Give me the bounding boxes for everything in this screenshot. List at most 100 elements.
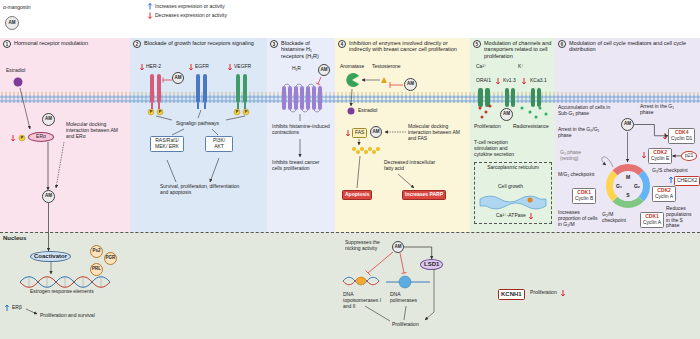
enzyme-drawing <box>385 132 406 133</box>
am-circle: AM <box>370 126 382 138</box>
enzyme-drawing <box>376 147 380 151</box>
outcome-text: Proliferation <box>392 322 419 328</box>
am-circle-text: AM <box>503 112 510 117</box>
ion-channel-drawing <box>522 78 525 84</box>
growth-factor-receptor-drawing <box>204 103 206 109</box>
growth-factor-receptor-drawing <box>244 103 246 109</box>
growth-factor-receptor-drawing <box>167 129 219 182</box>
annotation: T-cell reception stimulation and cytokin… <box>474 140 524 157</box>
enzyme-box-text: FAS <box>355 130 364 136</box>
callout-number: 1 <box>3 40 11 48</box>
channel-name-holder: KCa3.1 <box>530 78 547 84</box>
enzyme-drawing <box>356 277 366 285</box>
ion-channel-drawing <box>478 78 565 296</box>
phosphate-mark-holder: P <box>159 110 162 114</box>
enzyme-drawing <box>351 89 352 106</box>
growth-factor-receptor-drawing <box>228 64 231 70</box>
molecule-name: DNA topoisomerases I and II <box>343 292 383 309</box>
cell-membrane <box>0 92 700 103</box>
callout-number: 5 <box>473 40 481 48</box>
receptor-name: HER-2 <box>146 64 161 70</box>
enzyme-drawing <box>365 269 434 321</box>
outcome-box-text: Increases PARP <box>405 192 443 198</box>
cyclin-box: CDK4Cyclin D1 <box>668 128 695 144</box>
kinase-box-text: CHECK2 <box>677 178 697 184</box>
annotation: Estrogen response elements <box>30 289 94 295</box>
pathway-box: RAS/Raf1/ MEK/ ERK <box>150 136 184 152</box>
ion-channel-drawing <box>478 88 483 107</box>
enzyme-drawing <box>343 277 379 285</box>
gene-circle-text: Ps2 <box>92 249 100 254</box>
hormone-receptor-drawing <box>14 78 23 87</box>
phosphate-mark-holder: P <box>150 110 153 114</box>
growth-factor-receptor-drawing <box>236 74 247 109</box>
enzyme-drawing <box>359 139 360 145</box>
ion-name: Ca²⁺ <box>476 64 487 70</box>
annotation: Signalign pathways <box>176 121 219 127</box>
growth-factor-receptor-drawing <box>148 109 154 115</box>
callout-number: 4 <box>338 40 346 48</box>
phosphate-mark: P <box>159 110 162 114</box>
histamine-receptor-drawing <box>294 86 298 110</box>
ion-name-holder: K⁺ <box>518 64 524 70</box>
molecule-name-holder: Testosterone <box>372 64 401 70</box>
ion-channel-drawing <box>528 198 533 203</box>
growth-factor-receptor-drawing <box>157 109 163 115</box>
cyclin-box: CDK1Cyclin B <box>572 188 596 204</box>
channel-name-holder: ORAI1 <box>476 78 491 84</box>
outcome-text: Inhibits histamine-induced contractions <box>272 124 330 136</box>
growth-factor-receptor-drawing <box>151 103 153 109</box>
annotation: Reduces populations in the S phase <box>666 206 696 229</box>
annotation-holder: Decreased intracellular fatty acid <box>384 160 436 172</box>
cell-cycle-drawing <box>669 177 672 183</box>
cyclin-box: CDK2Cyclin A <box>652 186 676 202</box>
hormone-receptor-drawing <box>20 277 110 288</box>
hormone-receptor-drawing <box>20 88 30 129</box>
phase-name-holder: G₂ <box>634 184 640 189</box>
molecule-name-holder: DNA topoisomerases I and II <box>343 292 383 309</box>
ion-channel-drawing <box>479 107 482 110</box>
callout-number: 2 <box>133 40 141 48</box>
callout-number: 6 <box>558 40 566 48</box>
histamine-receptor-drawing <box>282 86 286 110</box>
ion-channel-drawing <box>531 88 535 107</box>
am-circle: AM <box>42 190 55 203</box>
annotation: Increases proportion of cells in G₂/M <box>558 210 600 227</box>
outcome-text-holder: Proliferation <box>474 124 501 130</box>
annotation: Accumulation of cells in Sub-G₁ phase <box>558 105 614 117</box>
receptor-oval-text: ERα <box>32 134 50 140</box>
growth-factor-receptor-drawing <box>157 74 161 103</box>
growth-factor-receptor-drawing <box>140 64 249 182</box>
receptor-oval: ERα <box>28 132 54 142</box>
checkpoint-name: M/G₁ checkpoint <box>558 172 604 178</box>
outcome-text-holder: Radioresistance <box>513 124 549 130</box>
outcome-text-holder: Survival, proliferation, differentiation… <box>160 184 244 196</box>
checkpoint-name: G₂/M checkpoint <box>602 212 635 224</box>
molecule-name: DNA polimerases <box>390 292 424 304</box>
ion-channel-drawing <box>539 107 542 110</box>
molecule-name: Testosterone <box>372 64 401 70</box>
histamine-receptor-drawing <box>284 84 320 112</box>
annotation-holder: Increases proportion of cells in G₂/M <box>558 210 600 227</box>
histamine-receptor-drawing <box>316 77 321 85</box>
growth-factor-receptor-drawing <box>196 74 200 103</box>
hormone-receptor-drawing <box>5 78 110 315</box>
ion-channel-drawing <box>545 113 548 116</box>
panel-title: Modulation of channels and transporters … <box>484 40 552 59</box>
am-circle: AM <box>392 241 404 253</box>
cyclin-box-text: Cyclin A <box>655 194 673 200</box>
annotation-holder: Estrogen response elements <box>30 289 94 295</box>
cyclin-box-text: Cyclin D1 <box>671 136 692 142</box>
channel-gene-box: KCNH1 <box>498 289 525 300</box>
phosphate-mark: P <box>245 110 248 114</box>
phosphate-mark: P <box>21 136 24 140</box>
phosphate-mark: P <box>236 110 239 114</box>
phase-name-holder: G₀ phase (resting) <box>560 150 594 162</box>
histamine-receptor-drawing <box>318 86 322 110</box>
connector <box>404 247 432 259</box>
ion-channel-drawing <box>480 196 546 209</box>
molecule-name: Estradiol <box>6 68 25 74</box>
am-circle-text: AM <box>373 130 380 135</box>
outcome-text: Inhibits breast cancer cells proliferati… <box>272 160 330 172</box>
legend-symbol <box>148 4 151 10</box>
